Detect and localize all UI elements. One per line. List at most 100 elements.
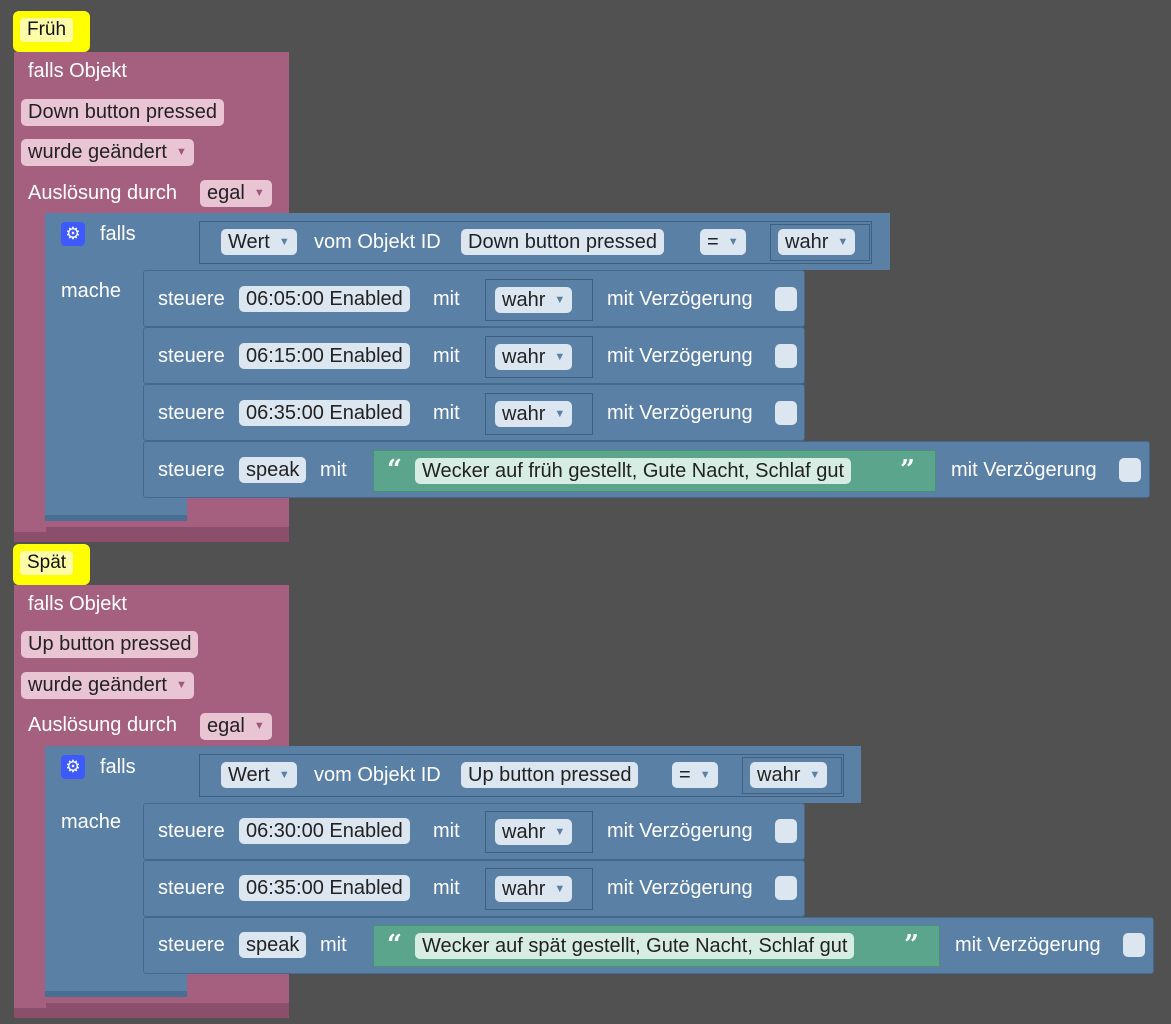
delay-label: mit Verzögerung [955, 934, 1101, 956]
compare-value: wahr [785, 231, 829, 253]
delay-checkbox[interactable] [775, 401, 797, 425]
control-label: steuere [158, 877, 225, 899]
delay-checkbox[interactable] [775, 876, 797, 900]
delay-checkbox[interactable] [1123, 933, 1145, 957]
object-id-label: vom Objekt ID [314, 231, 441, 253]
value-dropdown[interactable]: Wert ▼ [221, 762, 297, 788]
operator-dropdown[interactable]: =▼ [672, 762, 718, 788]
dropdown-arrow-icon: ▼ [554, 408, 566, 420]
dropdown-arrow-icon: ▼ [175, 146, 187, 158]
close-quote-icon: ” [904, 930, 919, 960]
control-label: steuere [158, 345, 225, 367]
delay-label: mit Verzögerung [951, 459, 1097, 481]
delay-label: mit Verzögerung [607, 820, 753, 842]
object-id-label: vom Objekt ID [314, 764, 441, 786]
gear-icon[interactable]: ⚙ [61, 222, 85, 246]
dropdown-arrow-icon: ▼ [278, 236, 290, 248]
comment-text[interactable]: Spät [20, 551, 74, 575]
do-label: mache [61, 280, 122, 302]
open-quote-icon: “ [387, 930, 402, 960]
control-label: steuere [158, 934, 225, 956]
delay-label: mit Verzögerung [607, 402, 753, 424]
operator-value: = [707, 231, 719, 253]
value: wahr [502, 403, 546, 425]
target-field[interactable]: 06:35:00 Enabled [239, 875, 410, 901]
trigger-block-bottom [14, 527, 289, 542]
do-label: mache [61, 811, 122, 833]
trigger-value-dropdown[interactable]: egal▼ [200, 180, 272, 207]
dropdown-arrow-icon: ▼ [554, 826, 566, 838]
text-field[interactable]: Wecker auf spät gestellt, Gute Nacht, Sc… [415, 933, 855, 959]
value-field: Wert [228, 764, 270, 786]
control-label: steuere [158, 820, 225, 842]
with-label: mit [320, 459, 347, 481]
with-label: mit [433, 877, 460, 899]
comment-block[interactable]: Spät [13, 544, 90, 585]
dropdown-arrow-icon: ▼ [554, 883, 566, 895]
target-field[interactable]: 06:15:00 Enabled [239, 343, 410, 369]
change-dropdown[interactable]: wurde geändert▼ [21, 672, 194, 699]
target-field[interactable]: speak [239, 457, 307, 483]
delay-checkbox[interactable] [775, 344, 797, 368]
value: wahr [502, 821, 546, 843]
object-id-field[interactable]: Up button pressed [461, 762, 639, 788]
dropdown-arrow-icon: ▼ [278, 769, 290, 781]
operator-value: = [679, 764, 691, 786]
dropdown-arrow-icon: ▼ [809, 769, 821, 781]
control-label: steuere [158, 459, 225, 481]
change-value: wurde geändert [28, 141, 167, 163]
dropdown-arrow-icon: ▼ [554, 294, 566, 306]
delay-checkbox[interactable] [1119, 458, 1141, 482]
object-field[interactable]: Up button pressed [21, 631, 199, 658]
object-field[interactable]: Down button pressed [21, 99, 225, 126]
delay-label: mit Verzögerung [607, 877, 753, 899]
value-dropdown[interactable]: wahr ▼ [495, 287, 573, 313]
target-field[interactable]: 06:30:00 Enabled [239, 818, 410, 844]
open-quote-icon: “ [387, 455, 402, 485]
trigger-value: egal [207, 715, 245, 737]
with-label: mit [433, 345, 460, 367]
with-label: mit [433, 288, 460, 310]
compare-dropdown[interactable]: wahr▼ [778, 229, 856, 255]
delay-checkbox[interactable] [775, 819, 797, 843]
dropdown-arrow-icon: ▼ [253, 187, 265, 199]
with-label: mit [433, 402, 460, 424]
value-dropdown[interactable]: wahr▼ [495, 876, 573, 902]
value: wahr [502, 346, 546, 368]
value-dropdown[interactable]: wahr▼ [495, 344, 573, 370]
target-field[interactable]: 06:35:00 Enabled [239, 400, 410, 426]
trigger-block-stem [14, 212, 46, 532]
close-quote-icon: ” [900, 455, 915, 485]
value: wahr [502, 289, 546, 311]
trigger-value-dropdown[interactable]: egal ▼ [200, 713, 272, 740]
target-field[interactable]: speak [239, 932, 307, 958]
with-label: mit [320, 934, 347, 956]
value-dropdown[interactable]: wahr ▼ [495, 401, 573, 427]
value-field: Wert [228, 231, 270, 253]
change-dropdown[interactable]: wurde geändert ▼ [21, 139, 194, 166]
if-block-foot-edge [45, 991, 187, 997]
value-dropdown[interactable]: Wert ▼ [221, 229, 297, 255]
dropdown-arrow-icon: ▼ [253, 720, 265, 732]
control-label: steuere [158, 402, 225, 424]
gear-icon[interactable]: ⚙ [61, 755, 85, 779]
text-field[interactable]: Wecker auf früh gestellt, Gute Nacht, Sc… [415, 458, 852, 484]
object-id-field[interactable]: Down button pressed [461, 229, 665, 255]
operator-dropdown[interactable]: =▼ [700, 229, 746, 255]
target-field[interactable]: 06:05:00 Enabled [239, 286, 410, 312]
if-block-stem [45, 793, 145, 988]
dropdown-arrow-icon: ▼ [175, 679, 187, 691]
comment-block[interactable]: Früh [13, 11, 90, 52]
compare-dropdown[interactable]: wahr▼ [750, 762, 828, 788]
trigger-block-bottom [14, 1003, 289, 1018]
trigger-by-label: Auslösung durch [28, 182, 177, 204]
trigger-label: falls Objekt [28, 60, 127, 82]
delay-label: mit Verzögerung [607, 345, 753, 367]
if-label: falls [100, 756, 136, 778]
delay-checkbox[interactable] [775, 287, 797, 311]
value-dropdown[interactable]: wahr ▼ [495, 819, 573, 845]
if-block-stem [45, 260, 145, 510]
dropdown-arrow-icon: ▼ [699, 769, 711, 781]
comment-text[interactable]: Früh [20, 18, 74, 42]
trigger-block-stem [14, 745, 46, 1008]
